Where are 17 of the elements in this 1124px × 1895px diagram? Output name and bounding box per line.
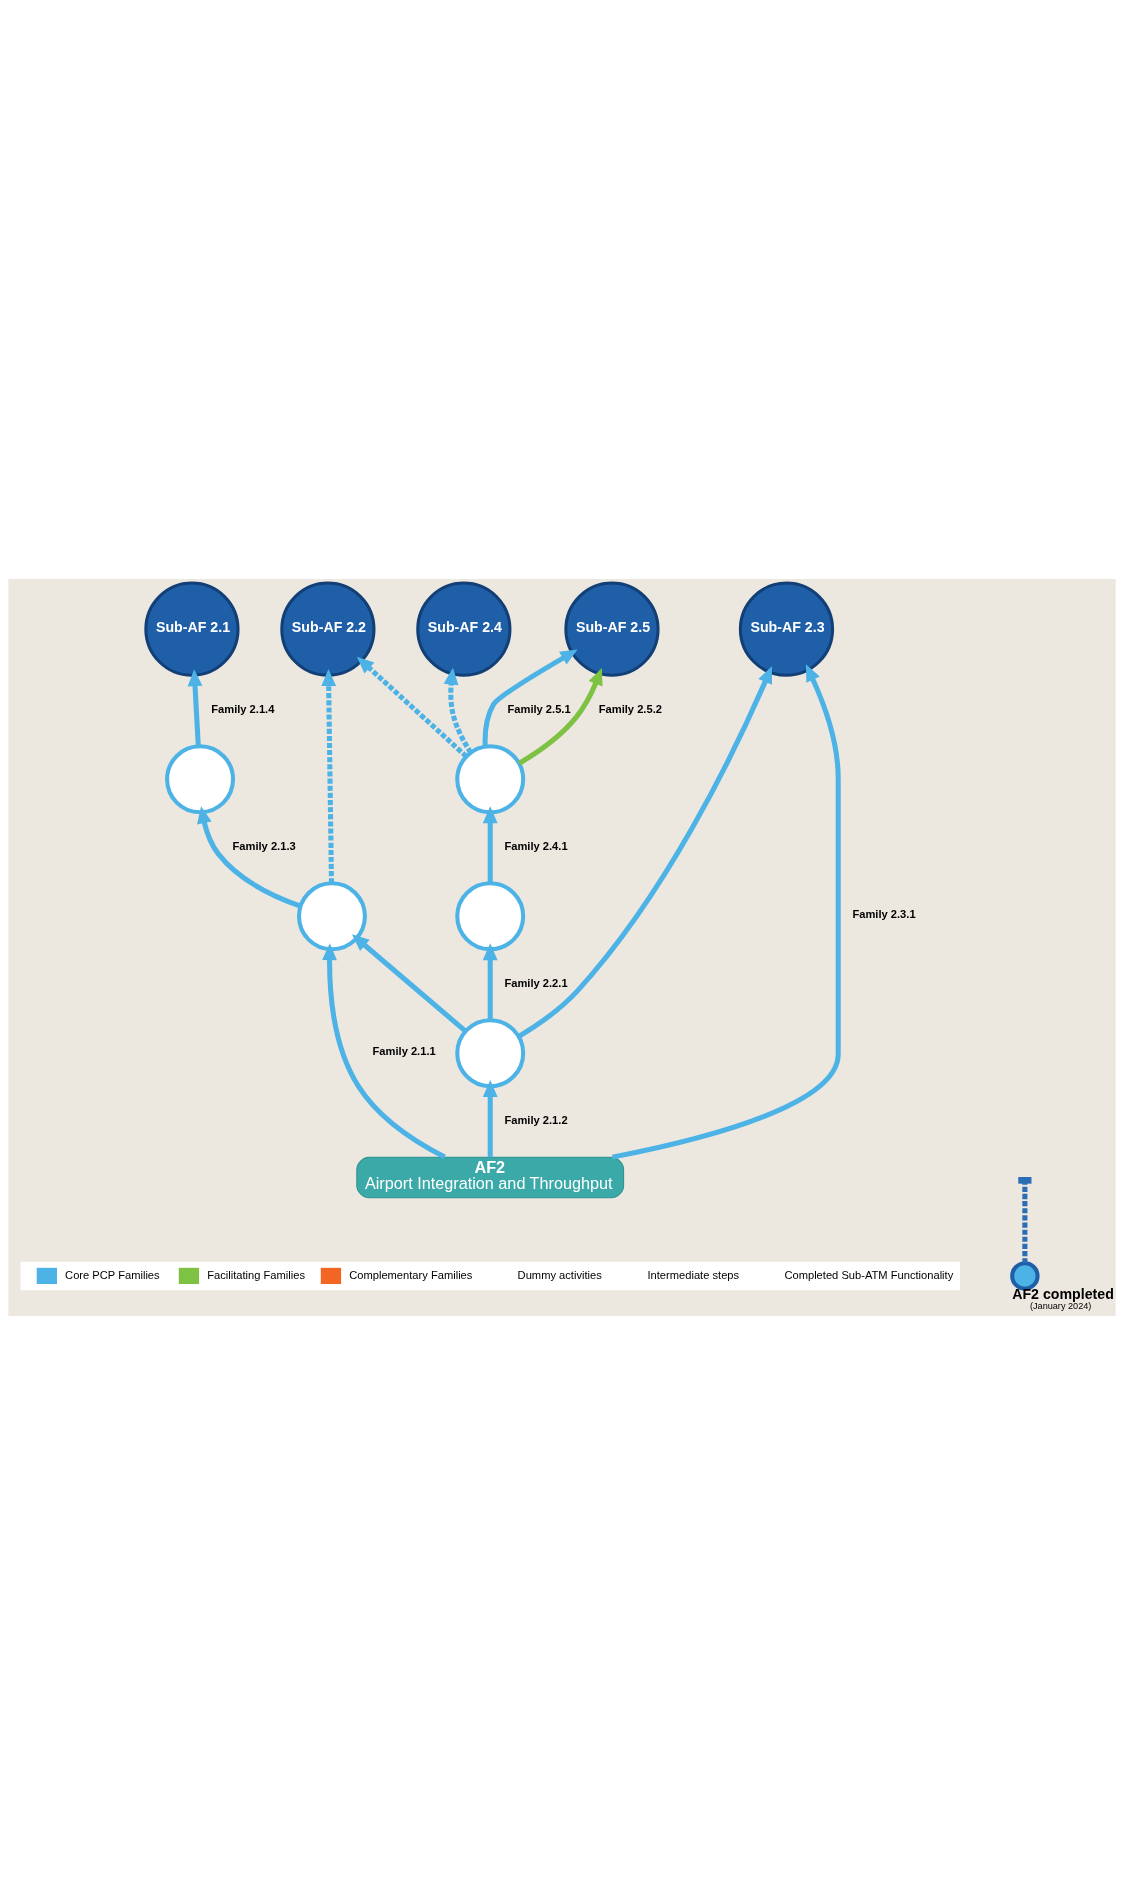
edge-label: Family 2.1.1	[372, 1045, 436, 1058]
edge-label: Family 2.1.4	[211, 702, 275, 715]
legend-label: Complementary Families	[349, 1268, 473, 1281]
edge-label: Family 2.3.1	[852, 908, 916, 921]
legend-label: Intermediate steps	[647, 1268, 740, 1281]
node-label: (January 2024)	[1029, 1301, 1092, 1312]
node-label: AF2 completed	[1012, 1285, 1114, 1302]
legend-label: Facilitating Families	[207, 1268, 305, 1281]
edge-label: Family 2.1.3	[232, 839, 296, 852]
legend-label: Core PCP Families	[65, 1268, 160, 1281]
legend-label: Completed Sub-ATM Functionality	[784, 1268, 954, 1281]
legend-label: Dummy activities	[517, 1268, 602, 1281]
edge-label: Family 2.5.1	[507, 702, 571, 715]
edge-label: Family 2.2.1	[504, 976, 568, 989]
edge-label: Family 2.1.2	[504, 1113, 568, 1126]
edge-label: Family 2.5.2	[598, 702, 662, 715]
edge-label: Family 2.4.1	[504, 839, 568, 852]
